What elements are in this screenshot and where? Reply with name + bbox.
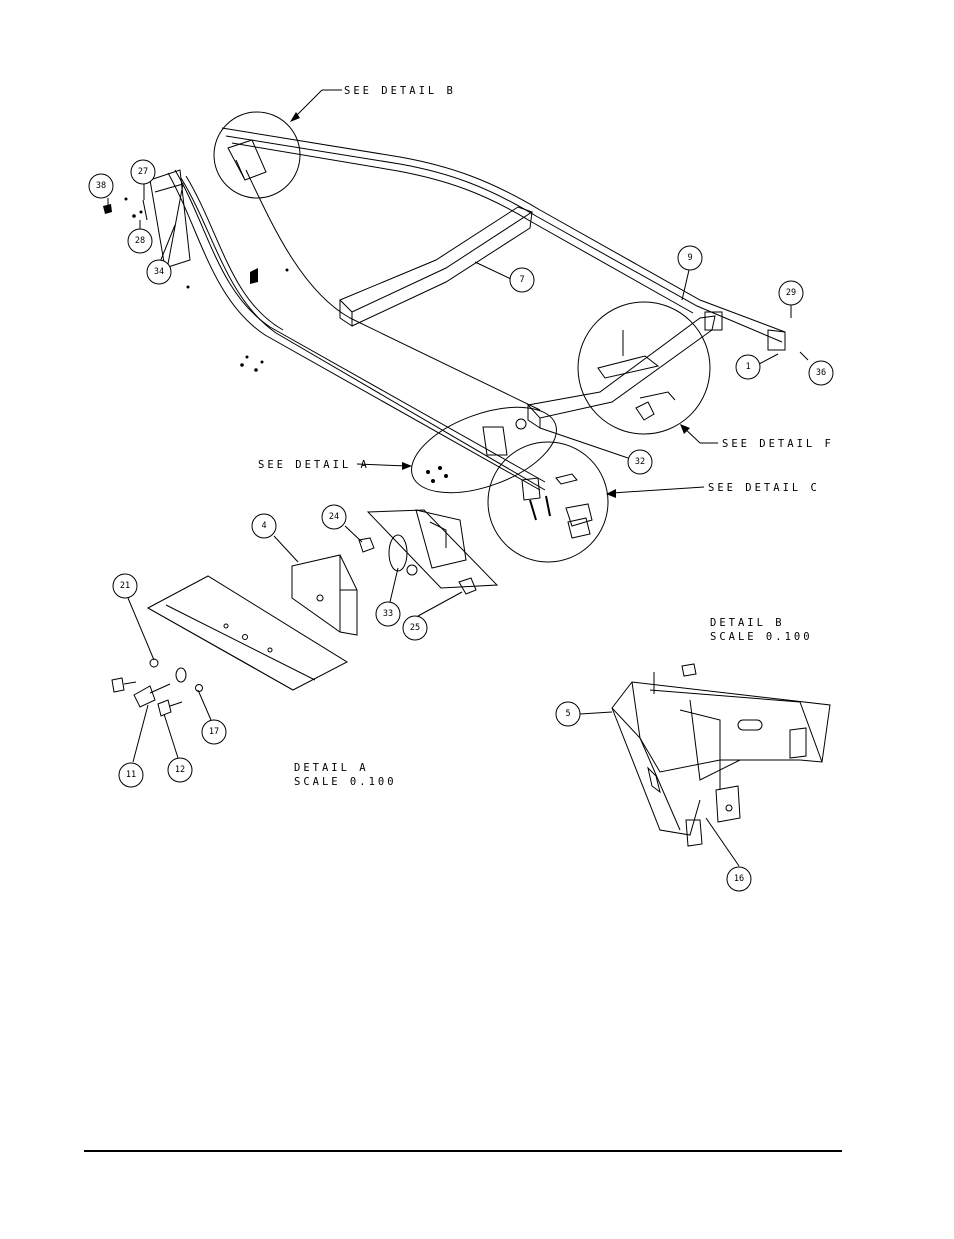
balloon-4: 4 [251,513,277,539]
balloon-33-label: 33 [383,609,393,619]
balloon-1: 1 [735,354,761,380]
balloon-11: 11 [118,762,144,788]
balloon-36: 36 [808,360,834,386]
detail-a-channel [146,575,349,691]
balloon-1-label: 1 [745,362,750,372]
detail-b-title: DETAIL B [710,617,785,629]
balloon-28-label: 28 [135,236,145,246]
main-frame [167,127,786,491]
balloon-34-label: 34 [154,267,164,277]
balloon-9: 9 [677,245,703,271]
balloon-27-label: 27 [138,167,148,177]
balloon-33: 33 [375,601,401,627]
callout-detail-c: SEE DETAIL C [708,482,820,494]
balloon-25-label: 25 [410,623,420,633]
balloon-25: 25 [402,615,428,641]
balloon-5-label: 5 [565,709,570,719]
balloon-29-label: 29 [786,288,796,298]
balloon-4-label: 4 [261,521,266,531]
detail-b-weldment [611,663,831,847]
balloon-27: 27 [130,159,156,185]
detail-a-scale: SCALE 0.100 [294,776,397,788]
detail-f-circle [577,301,711,435]
balloon-12: 12 [167,757,193,783]
balloon-28: 28 [127,228,153,254]
balloon-32: 32 [627,449,653,475]
callout-detail-a: SEE DETAIL A [258,459,370,471]
detail-b-scale: SCALE 0.100 [710,631,813,643]
balloon-24: 24 [321,504,347,530]
balloon-5: 5 [555,701,581,727]
detail-a-title: DETAIL A [294,762,369,774]
balloon-7: 7 [509,267,535,293]
balloon-34: 34 [146,259,172,285]
balloon-9-label: 9 [687,253,692,263]
balloon-17-label: 17 [209,727,219,737]
detail-a-ellipse [411,406,557,494]
detail-c-circle [487,441,609,563]
balloon-21: 21 [112,573,138,599]
balloon-38-label: 38 [96,181,106,191]
balloon-12-label: 12 [175,765,185,775]
balloon-16-label: 16 [734,874,744,884]
callout-detail-b: SEE DETAIL B [344,85,456,97]
balloon-32-label: 32 [635,457,645,467]
detail-a-bracket [291,554,358,636]
balloon-29: 29 [778,280,804,306]
balloon-36-label: 36 [816,368,826,378]
detail-b-circle [213,111,301,199]
balloon-11-label: 11 [126,770,136,780]
balloon-38: 38 [88,173,114,199]
balloon-24-label: 24 [329,512,339,522]
callout-detail-f: SEE DETAIL F [722,438,834,450]
balloon-7-label: 7 [519,275,524,285]
balloon-21-label: 21 [120,581,130,591]
balloon-17: 17 [201,719,227,745]
balloon-16: 16 [726,866,752,892]
